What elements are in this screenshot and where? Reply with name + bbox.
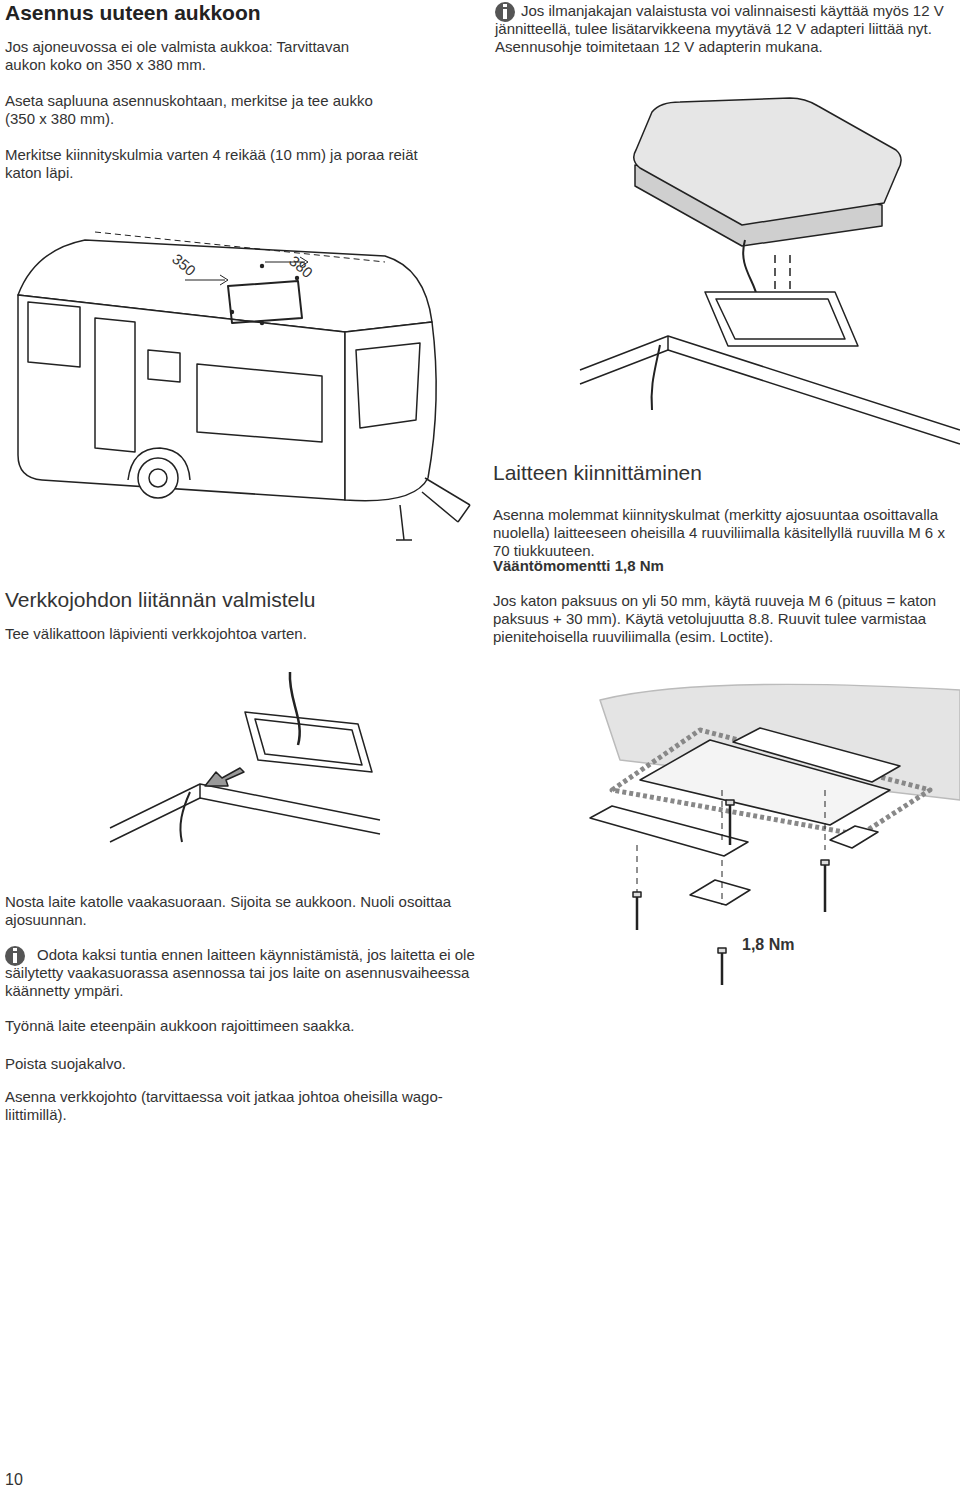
- page-title: Asennus uuteen aukkoon: [5, 0, 405, 25]
- section-heading: Laitteen kiinnittäminen: [493, 460, 953, 485]
- instruction-text: Työnnä laite eteenpäin aukkoon rajoittim…: [5, 1017, 455, 1035]
- cable-prep-drawing: [110, 672, 380, 842]
- torque-note: Vääntömomentti 1,8 Nm: [493, 557, 953, 575]
- dimension-label: 380: [285, 252, 327, 292]
- torque-label: 1,8 Nm: [742, 935, 832, 954]
- instruction-text: Merkitse kiinnityskulmia varten 4 reikää…: [5, 146, 455, 182]
- instruction-text: Tee välikattoon läpivienti verkkojohtoa …: [5, 625, 425, 643]
- info-icon: [495, 2, 515, 22]
- info-note: Jos ilmanjakajan valaistusta voi valinna…: [495, 2, 955, 56]
- caravan-drawing: [18, 232, 470, 540]
- unit-lowering-drawing: [580, 98, 960, 444]
- instruction-text: Asenna verkkojohto (tarvittaessa voit ja…: [5, 1088, 455, 1124]
- mounting-frame-drawing: [590, 684, 960, 985]
- info-icon: [5, 946, 25, 966]
- instruction-text: Poista suojakalvo.: [5, 1055, 455, 1073]
- section-heading: Verkkojohdon liitännän valmistelu: [5, 587, 425, 612]
- instruction-text: Jos katon paksuus on yli 50 mm, käytä ru…: [493, 592, 953, 646]
- dimension-label: 350: [168, 250, 210, 290]
- info-note: Odota kaksi tuntia ennen laitteen käynni…: [5, 946, 475, 1000]
- instruction-text: Nosta laite katolle vaakasuoraan. Sijoit…: [5, 893, 455, 929]
- instruction-text: Asenna molemmat kiinnityskulmat (merkitt…: [493, 506, 953, 560]
- instruction-text: Aseta sapluuna asennuskohtaan, merkitse …: [5, 92, 385, 128]
- page-number: 10: [5, 1470, 45, 1489]
- intro-note: Jos ajoneuvossa ei ole valmista aukkoa: …: [5, 38, 385, 74]
